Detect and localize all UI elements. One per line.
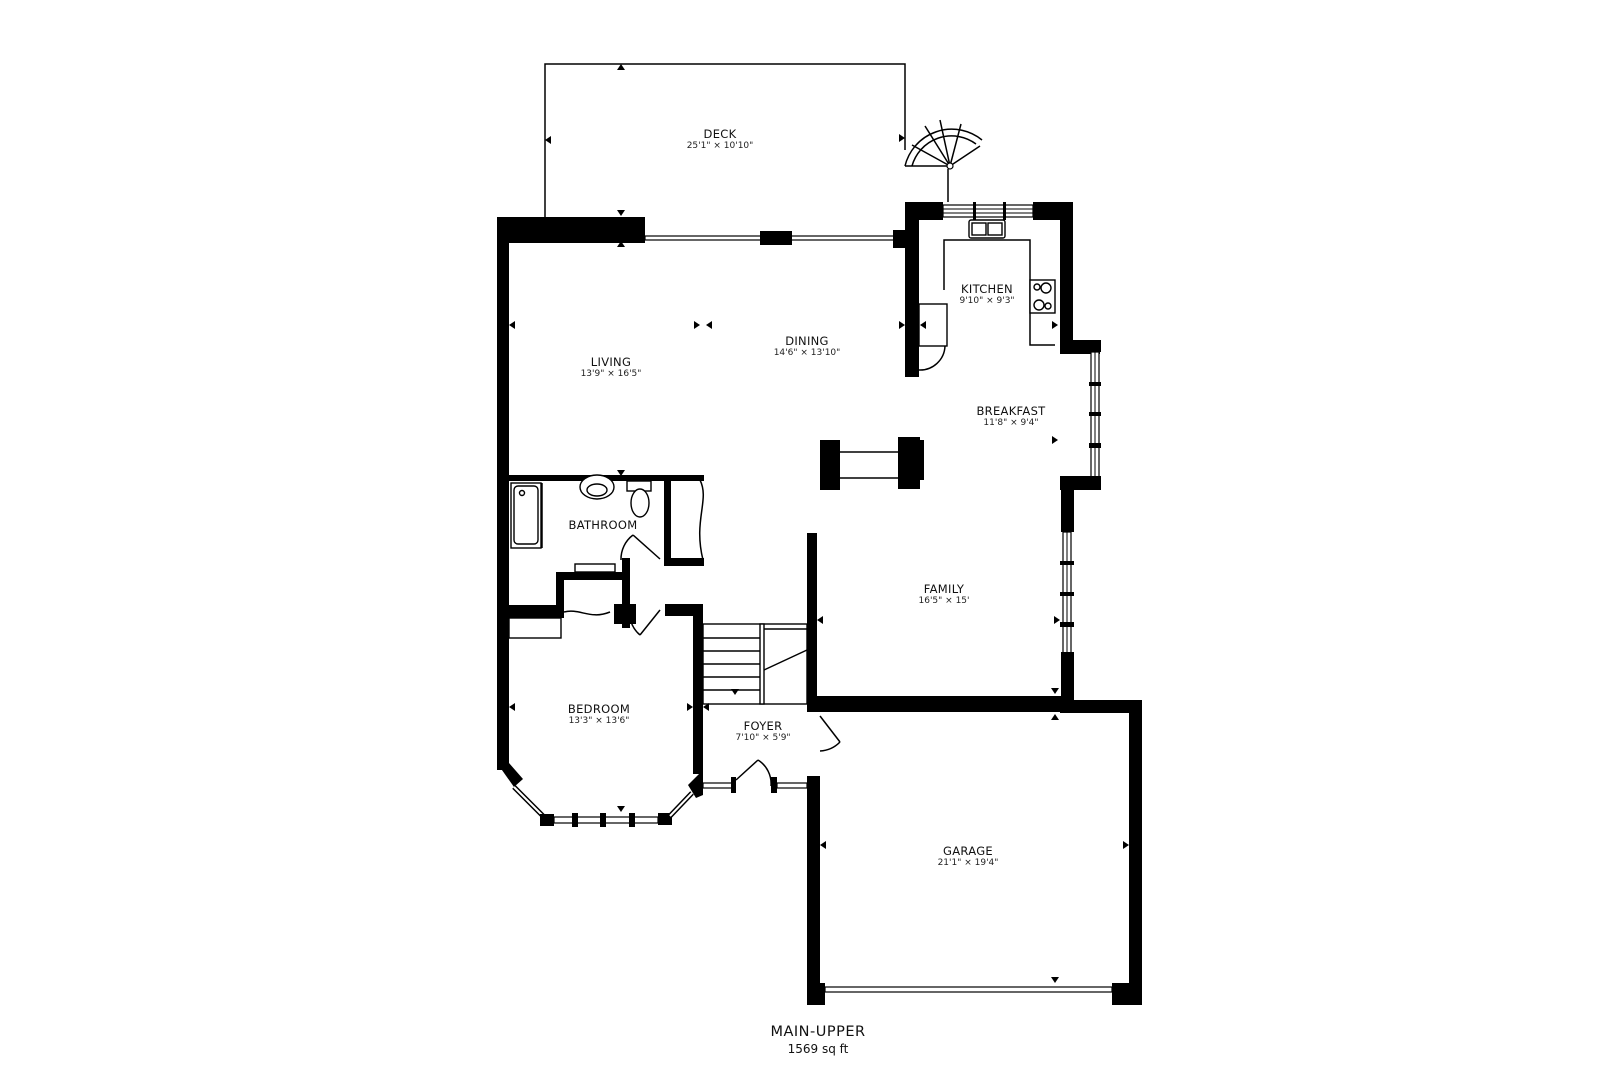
room-label-bedroom: BEDROOM 13'3" × 13'6" [567,702,631,727]
floor-caption: MAIN-UPPER 1569 sq ft [770,1024,865,1056]
room-dimensions: 7'10" × 5'9" [735,733,791,744]
room-label-dining: DINING 14'6" × 13'10" [773,334,841,359]
room-label-living: LIVING 13'9" × 16'5" [580,355,642,380]
kitchen-fixtures [918,219,1056,371]
deck-outline [544,63,906,218]
room-dimensions: 16'5" × 15' [918,596,970,607]
room-label-family: FAMILY 16'5" × 15' [918,582,970,607]
room-label-foyer: FOYER 7'10" × 5'9" [735,719,791,744]
room-dimensions: 21'1" × 19'4" [937,858,999,869]
room-label-breakfast: BREAKFAST 11'8" × 9'4" [976,404,1046,429]
spiral-staircase [904,119,983,202]
room-dimensions: 25'1" × 10'10" [686,141,754,152]
bathroom-fixtures [510,474,652,549]
dimension-markers [509,241,1129,983]
room-label-garage: GARAGE 21'1" × 19'4" [937,844,999,869]
room-name: DECK [703,127,737,141]
room-name: BATHROOM [568,518,638,532]
room-name: FAMILY [923,582,965,596]
total-area: 1569 sq ft [787,1042,849,1056]
room-name: BREAKFAST [976,404,1046,418]
room-label-kitchen: KITCHEN 9'10" × 9'3" [959,282,1015,307]
room-name: FOYER [743,719,783,733]
room-dimensions: 14'6" × 13'10" [773,348,841,359]
room-name: DINING [785,334,829,348]
room-name: GARAGE [943,844,993,858]
room-dimensions: 13'9" × 16'5" [580,369,642,380]
room-dimensions: 11'8" × 9'4" [983,418,1039,429]
room-name: BEDROOM [567,702,631,716]
level-name: MAIN-UPPER [770,1024,866,1040]
room-label-deck: DECK 25'1" × 10'10" [686,127,754,152]
room-name: LIVING [590,355,632,369]
room-dimensions: 13'3" × 13'6" [568,716,630,727]
room-name: KITCHEN [961,282,1013,296]
room-dimensions: 9'10" × 9'3" [959,296,1015,307]
stairs [702,623,808,705]
walls [497,202,1142,1005]
room-label-bathroom: BATHROOM [568,518,638,532]
